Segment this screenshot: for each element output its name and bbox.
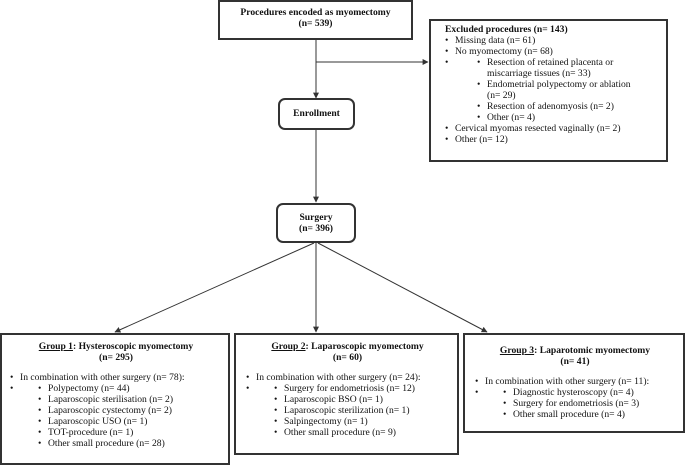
surgery-count: (n= 396) bbox=[299, 223, 333, 234]
group3-subitem: Surgery for endometriosis (n= 3) bbox=[503, 398, 679, 409]
group3-list: In combination with other surgery (n= 11… bbox=[475, 376, 679, 420]
group1-subitem: Laparoscopic cystectomy (n= 2) bbox=[38, 405, 224, 416]
excluded-item: No myomectomy (n= 68) bbox=[445, 46, 662, 57]
group1-sublist: Polypectomy (n= 44) Laparoscopic sterili… bbox=[38, 383, 224, 449]
group2-label: Group 2 bbox=[271, 341, 306, 352]
group2-type: : Laparoscopic myomectomy bbox=[305, 341, 424, 352]
excluded-subitem: Endometrial polypectomy or ablation (n= … bbox=[477, 79, 637, 101]
group2-subitem: Surgery for endometriosis (n= 12) bbox=[274, 383, 453, 394]
group1-sublist-wrap: Polypectomy (n= 44) Laparoscopic sterili… bbox=[10, 383, 224, 449]
enrollment-box: Enrollment bbox=[278, 98, 355, 130]
group2-heading: Group 2: Laparoscopic myomectomy bbox=[242, 341, 453, 352]
group2-list: In combination with other surgery (n= 24… bbox=[246, 372, 453, 438]
group2-subitem: Salpingectomy (n= 1) bbox=[274, 416, 453, 427]
group1-box: Group 1: Hysteroscopic myomectomy (n= 29… bbox=[0, 333, 230, 465]
group3-box: Group 3: Laparotomic myomectomy (n= 41) … bbox=[463, 333, 685, 433]
group2-subitem: Laparoscopic BSO (n= 1) bbox=[274, 394, 453, 405]
excluded-title: Excluded procedures (n= 143) bbox=[445, 24, 568, 35]
group1-type: : Hysteroscopic myomectomy bbox=[72, 341, 194, 352]
surgery-title: Surgery bbox=[299, 212, 333, 223]
group1-combo: In combination with other surgery (n= 78… bbox=[10, 372, 224, 383]
group2-sublist: Surgery for endometriosis (n= 12) Laparo… bbox=[274, 383, 453, 438]
group2-sublist-wrap: Surgery for endometriosis (n= 12) Laparo… bbox=[246, 383, 453, 438]
group2-subitem: Other small procedure (n= 9) bbox=[274, 427, 453, 438]
group1-subitem: Other small procedure (n= 28) bbox=[38, 438, 224, 449]
group2-subitem: Laparoscopic sterilization (n= 1) bbox=[274, 405, 453, 416]
excluded-list: Missing data (n= 61) No myomectomy (n= 6… bbox=[445, 35, 662, 145]
excluded-item: Missing data (n= 61) bbox=[445, 35, 662, 46]
excluded-box: Excluded procedures (n= 143) Missing dat… bbox=[429, 19, 668, 162]
group1-count: (n= 295) bbox=[99, 352, 133, 363]
group1-subitem: TOT-procedure (n= 1) bbox=[38, 427, 224, 438]
procedures-title: Procedures encoded as myomectomy bbox=[240, 7, 391, 18]
group1-heading: Group 1: Hysteroscopic myomectomy bbox=[8, 341, 224, 352]
group1-subitem: Polypectomy (n= 44) bbox=[38, 383, 224, 394]
excluded-item: Cervical myomas resected vaginally (n= 2… bbox=[445, 123, 662, 134]
group1-list: In combination with other surgery (n= 78… bbox=[10, 372, 224, 449]
group1-subitem: Laparoscopic sterilisation (n= 2) bbox=[38, 394, 224, 405]
excluded-sublist-wrap: Resection of retained placenta or miscar… bbox=[445, 57, 662, 123]
group3-type: : Laparotomic myomectomy bbox=[534, 345, 651, 356]
excluded-sublist: Resection of retained placenta or miscar… bbox=[477, 57, 662, 123]
arrow-surgery-to-group3 bbox=[317, 242, 488, 333]
procedures-box: Procedures encoded as myomectomy (n= 539… bbox=[218, 0, 413, 40]
procedures-count: (n= 539) bbox=[298, 18, 333, 29]
group3-sublist: Diagnostic hysteroscopy (n= 4) Surgery f… bbox=[503, 387, 679, 420]
surgery-box: Surgery (n= 396) bbox=[276, 203, 356, 243]
excluded-item: Other (n= 12) bbox=[445, 134, 662, 145]
excluded-subitem: Resection of adenomyosis (n= 2) bbox=[477, 101, 662, 112]
group3-sublist-wrap: Diagnostic hysteroscopy (n= 4) Surgery f… bbox=[475, 387, 679, 420]
excluded-subitem: Resection of retained placenta or miscar… bbox=[477, 57, 637, 79]
group3-combo: In combination with other surgery (n= 11… bbox=[475, 376, 679, 387]
excluded-subitem: Other (n= 4) bbox=[477, 112, 662, 123]
group3-label: Group 3 bbox=[499, 345, 535, 356]
group3-subitem: Diagnostic hysteroscopy (n= 4) bbox=[503, 387, 679, 398]
group3-count: (n= 41) bbox=[560, 356, 590, 367]
group2-count: (n= 60) bbox=[332, 352, 363, 363]
arrow-surgery-to-group1 bbox=[114, 242, 315, 333]
group3-subitem: Other small procedure (n= 4) bbox=[503, 409, 679, 420]
group3-heading: Group 3: Laparotomic myomectomy bbox=[471, 345, 679, 356]
group2-box: Group 2: Laparoscopic myomectomy (n= 60)… bbox=[234, 333, 459, 455]
group1-label: Group 1 bbox=[38, 341, 73, 352]
group1-subitem: Laparoscopic USO (n= 1) bbox=[38, 416, 224, 427]
enrollment-label: Enrollment bbox=[293, 108, 340, 119]
group2-combo: In combination with other surgery (n= 24… bbox=[246, 372, 453, 383]
